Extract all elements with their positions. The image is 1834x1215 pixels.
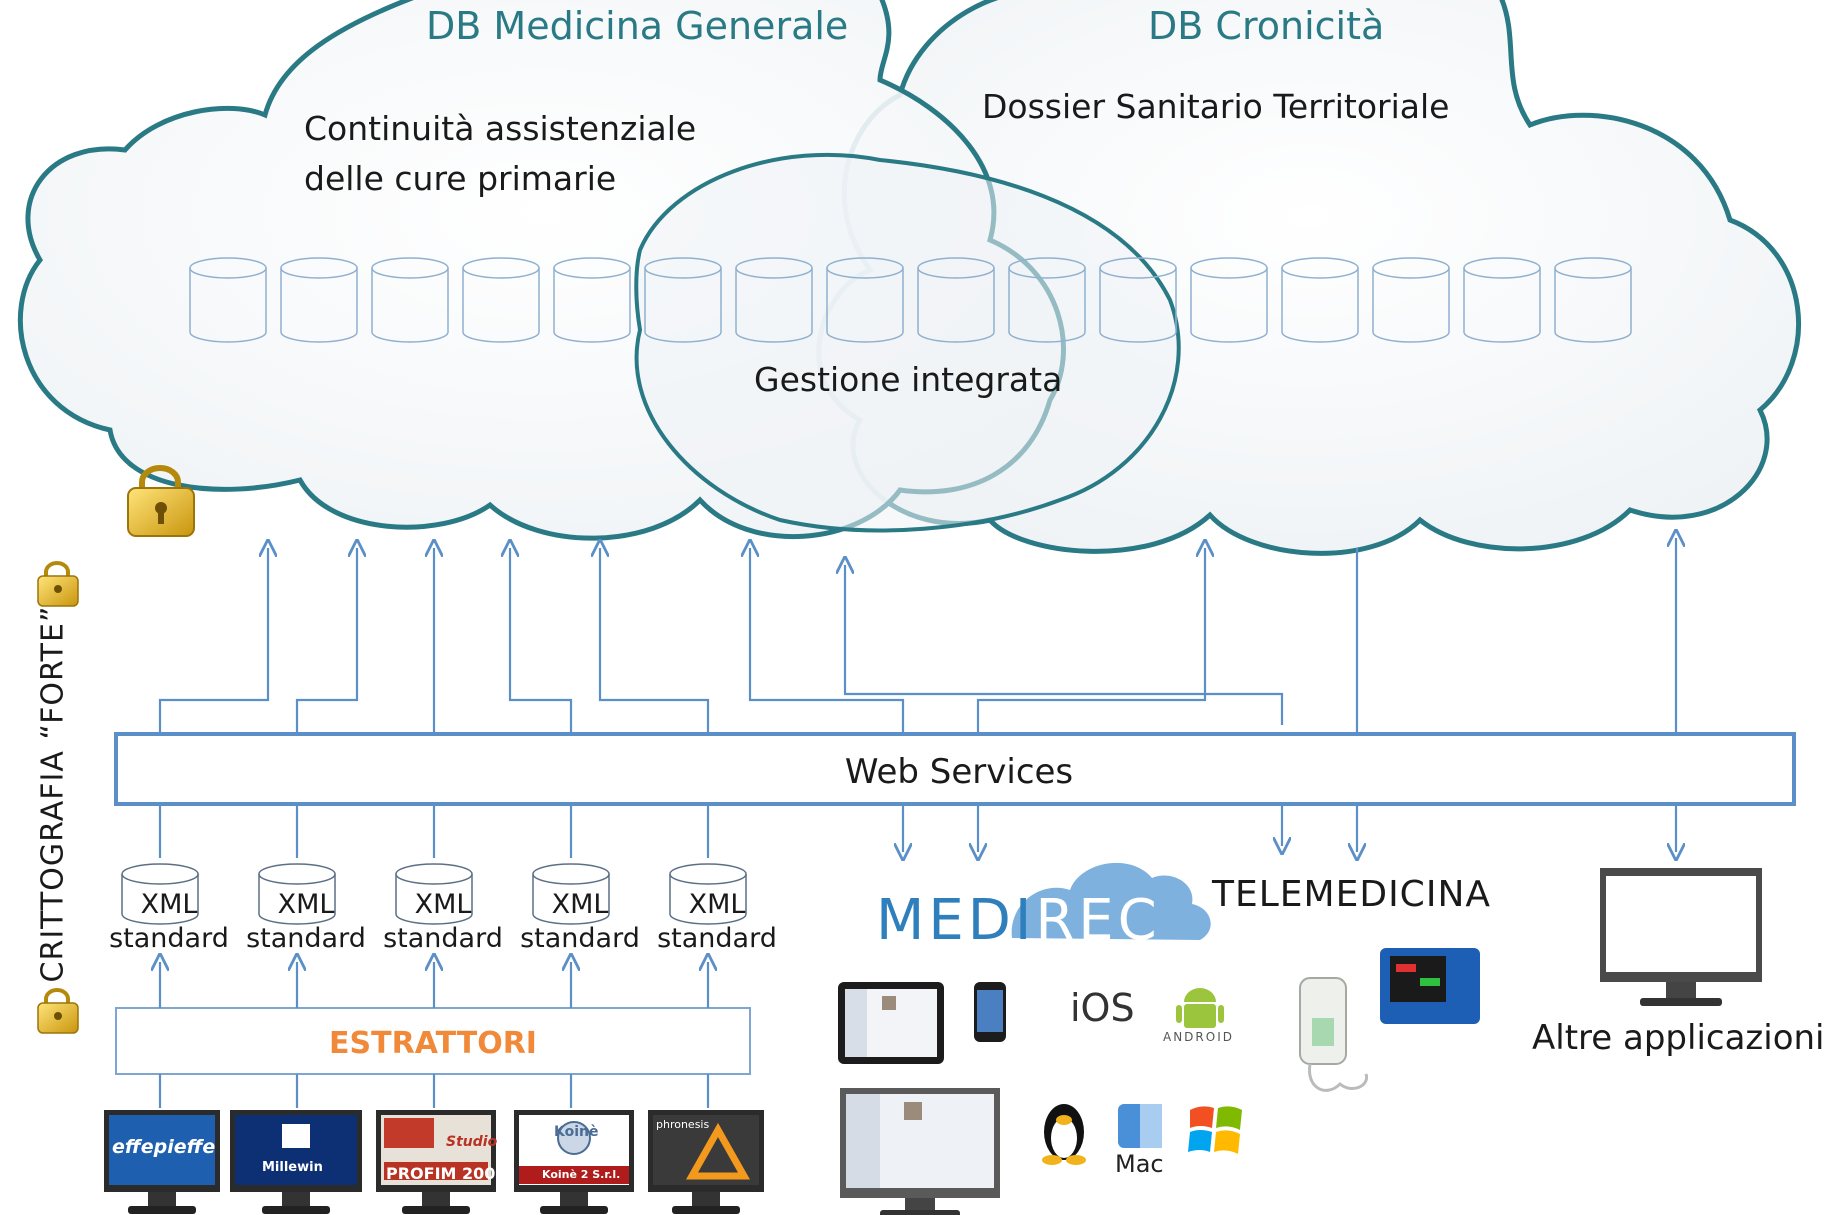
database-cylinder-icon xyxy=(1281,257,1359,343)
monitor-phronesis xyxy=(648,1110,764,1214)
db-medicina-generale-title: DB Medicina Generale xyxy=(426,4,849,48)
millewin-label: Millewin xyxy=(262,1160,323,1175)
database-cylinder-icon xyxy=(189,257,267,343)
android-label: ANDROID xyxy=(1163,1030,1234,1044)
overlap-text: Gestione integrata xyxy=(754,360,1063,399)
mac-label: Mac xyxy=(1115,1150,1164,1178)
ios-label: iOS xyxy=(1070,986,1135,1030)
mac-icon xyxy=(1118,1104,1162,1148)
right-cloud-text: Dossier Sanitario Territoriale xyxy=(982,87,1450,126)
lock-icon xyxy=(37,561,79,607)
database-cylinders xyxy=(189,257,1632,343)
profim-label: PROFIM 2000 xyxy=(386,1164,507,1183)
phronesis-label: phronesis xyxy=(656,1118,710,1131)
phone-icon xyxy=(974,982,1006,1042)
effepieffe-label: effepieffe xyxy=(112,1136,216,1158)
linux-icon xyxy=(1042,1104,1086,1165)
database-cylinder-icon xyxy=(1008,257,1086,343)
lock-icon xyxy=(127,465,195,537)
database-cylinder-icon xyxy=(735,257,813,343)
telemedicine-device-icon xyxy=(1299,977,1369,1092)
koine-company-label: Koinè 2 S.r.l. xyxy=(542,1168,621,1181)
crittografia-label: CRITTOGRAFIA “FORTE” xyxy=(35,605,71,983)
monitor-millewin xyxy=(230,1110,362,1214)
altre-applicazioni-label: Altre applicazioni xyxy=(1532,1018,1825,1058)
database-cylinder-icon xyxy=(1372,257,1450,343)
database-cylinder-icon xyxy=(826,257,904,343)
medirec-logo: MEDIREC xyxy=(876,888,1161,953)
database-cylinder-icon xyxy=(644,257,722,343)
left-cloud-text-line2: delle cure primarie xyxy=(304,159,617,198)
vital-signs-monitor-icon xyxy=(1380,948,1480,1024)
windows-icon xyxy=(1188,1106,1242,1154)
software-monitors xyxy=(104,1110,764,1214)
monitor-koine xyxy=(514,1110,634,1214)
db-cronicita-title: DB Cronicità xyxy=(1148,4,1385,48)
monitor-effepieffe xyxy=(104,1110,220,1214)
altre-applicazioni-monitor xyxy=(1600,868,1762,1006)
gestione-integrata-overlap xyxy=(634,152,1181,533)
desktop-monitor-icon xyxy=(840,1088,1000,1215)
left-cloud-text-line1: Continuità assistenziale xyxy=(304,109,697,148)
database-cylinder-icon xyxy=(280,257,358,343)
xml-cylinders xyxy=(121,863,747,925)
database-cylinder-icon xyxy=(553,257,631,343)
database-cylinder-icon xyxy=(1554,257,1632,343)
tablet-icon xyxy=(838,982,944,1064)
connectors xyxy=(160,538,1676,1108)
android-icon xyxy=(1176,988,1224,1028)
web-services-box xyxy=(114,732,1796,806)
medirec-cloud-icon xyxy=(1011,862,1211,940)
koine-label: Koinè xyxy=(554,1124,599,1140)
monitor-profim xyxy=(376,1110,496,1214)
studio-label: Studio xyxy=(446,1134,498,1150)
telemedicina-label: TELEMEDICINA xyxy=(1212,874,1491,915)
web-services-label: Web Services xyxy=(844,752,1074,792)
database-cylinder-icon xyxy=(1190,257,1268,343)
lock-icon xyxy=(37,988,79,1034)
estrattori-label: ESTRATTORI xyxy=(329,1026,537,1061)
extractors-box xyxy=(115,1007,751,1075)
database-cylinder-icon xyxy=(1463,257,1541,343)
database-cylinder-icon xyxy=(1099,257,1177,343)
database-cylinder-icon xyxy=(371,257,449,343)
database-cylinder-icon xyxy=(917,257,995,343)
database-cylinder-icon xyxy=(462,257,540,343)
